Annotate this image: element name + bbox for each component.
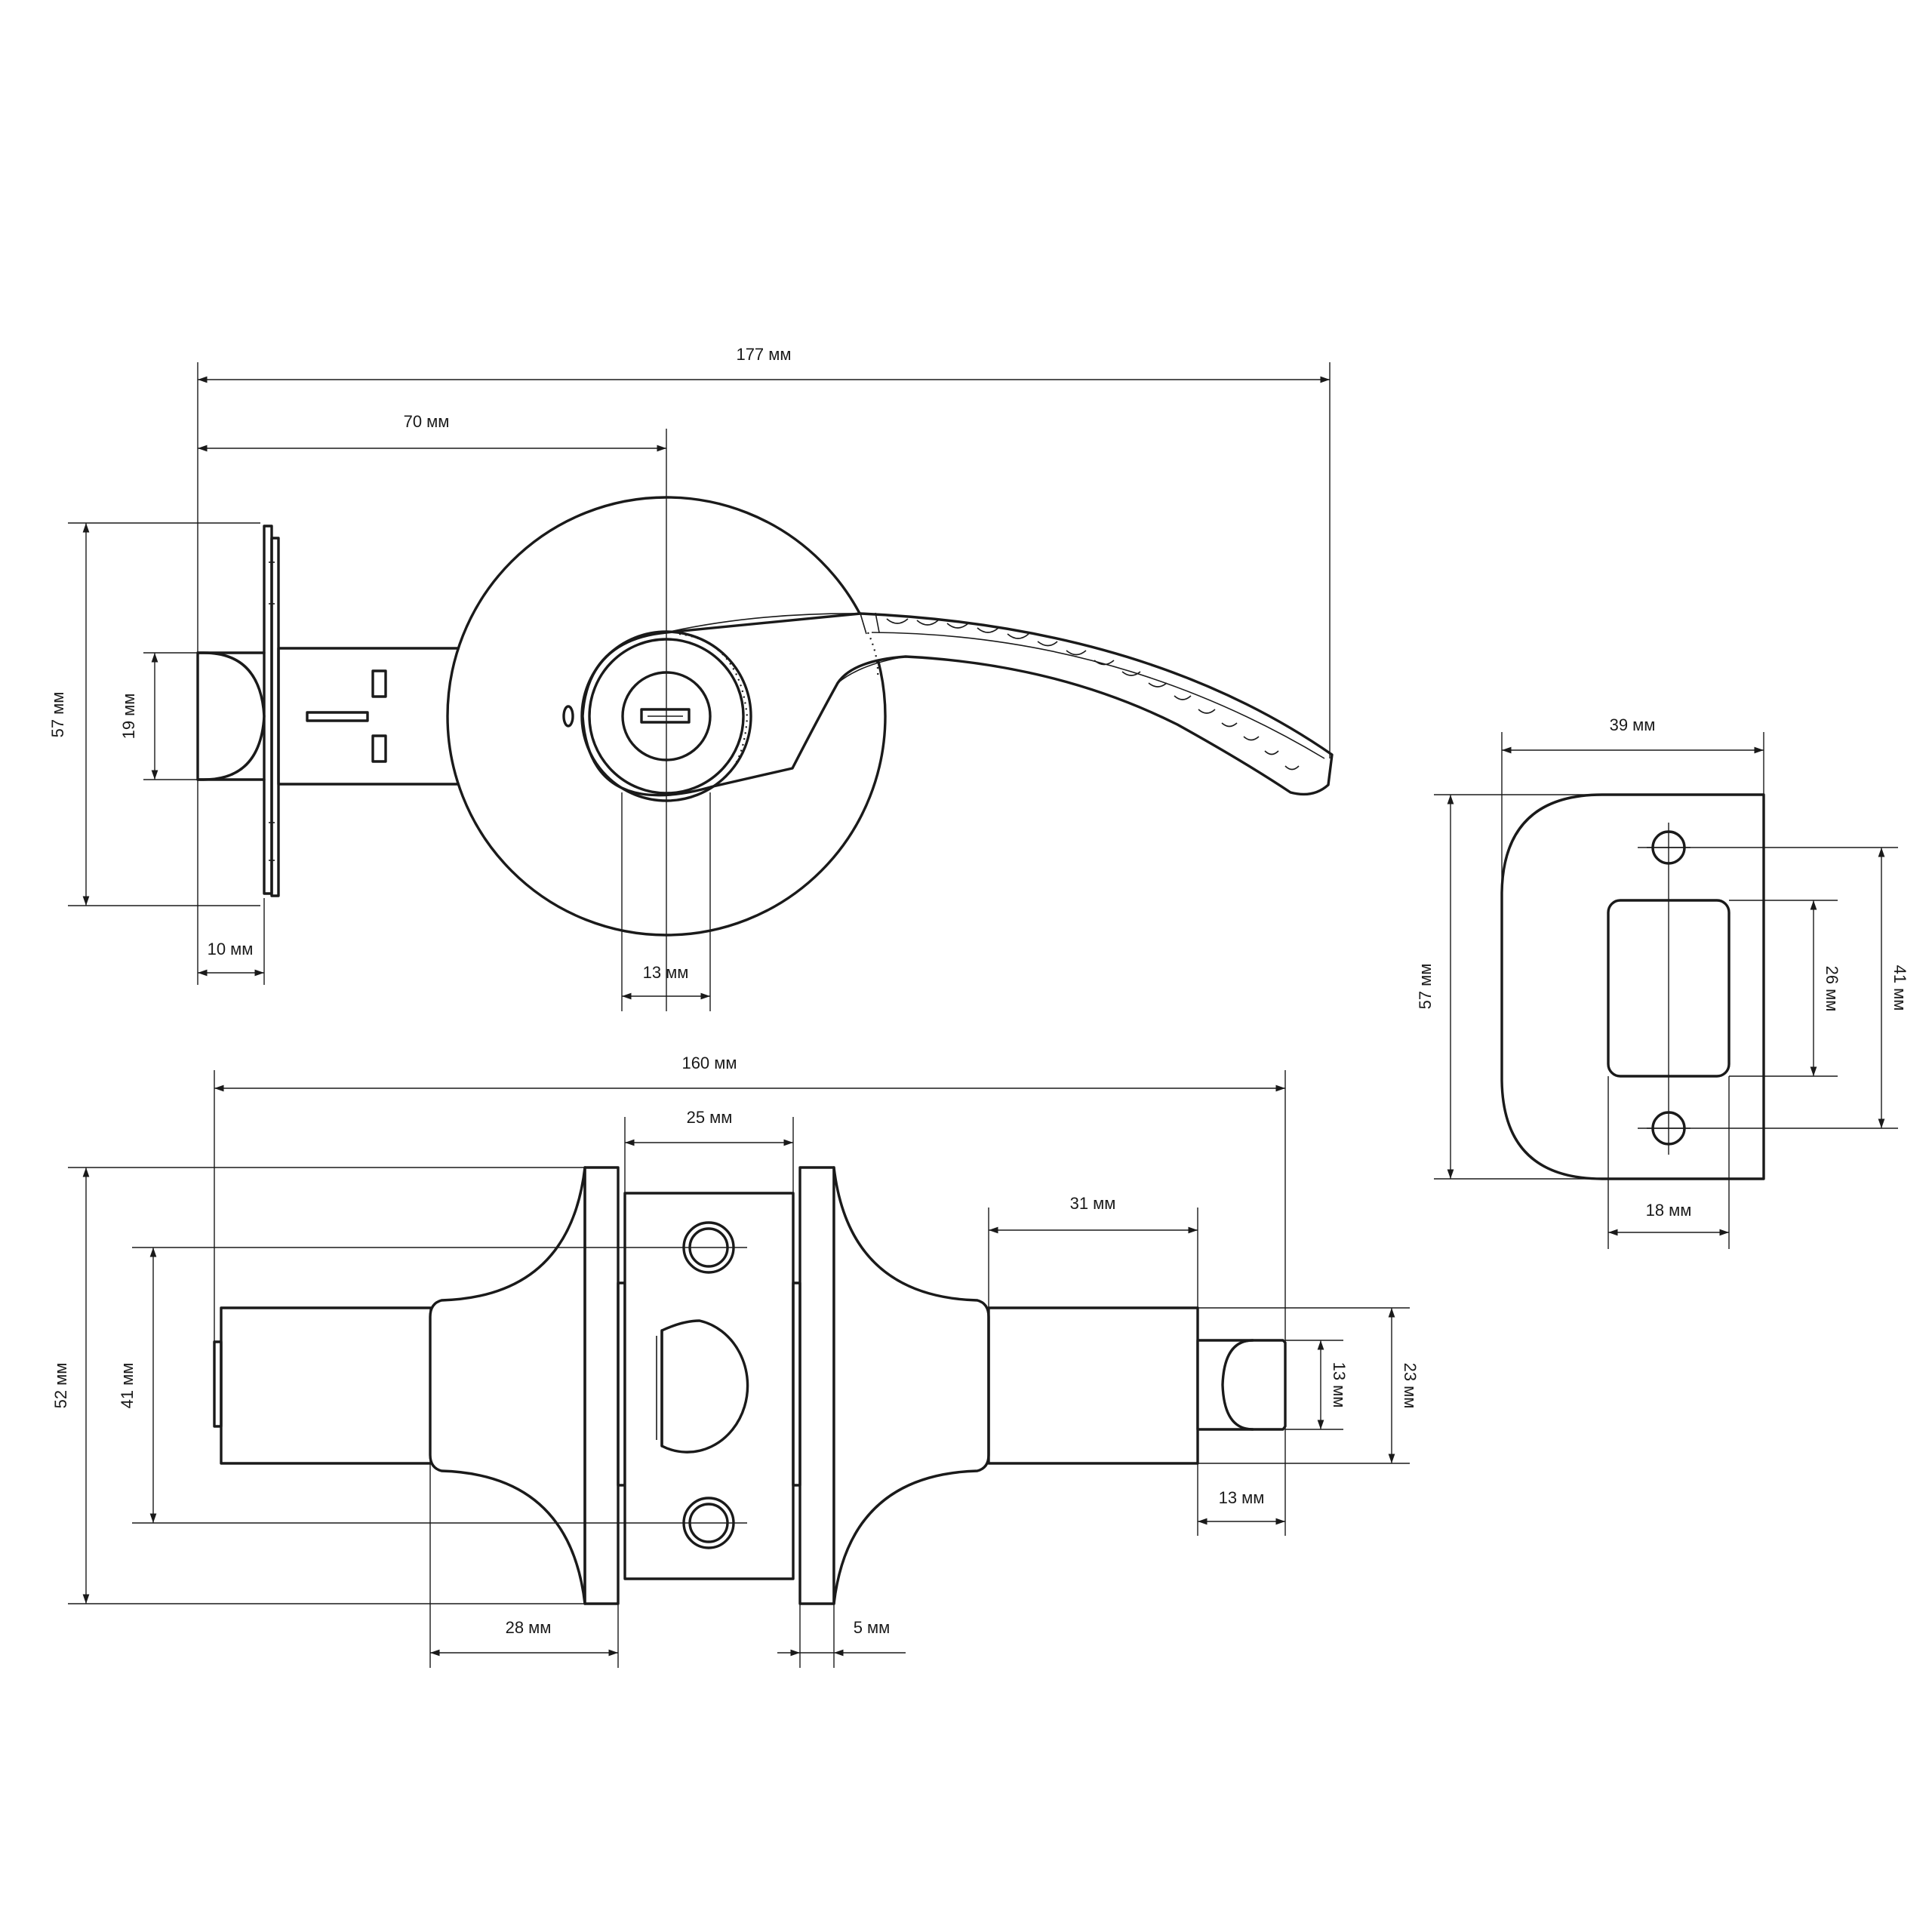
- dim-13-tail-height: 13 мм: [1330, 1362, 1349, 1408]
- dim-5: 5 мм: [854, 1618, 891, 1637]
- dim-41-bottom: 41 мм: [118, 1363, 137, 1409]
- dim-28: 28 мм: [506, 1618, 552, 1637]
- latch-plate: [623, 1192, 795, 1580]
- right-rose: [832, 1166, 990, 1605]
- latch-bolt-face: [660, 1319, 749, 1454]
- left-spindle: [220, 1306, 432, 1465]
- right-flange: [798, 1166, 835, 1605]
- dim-18: 18 мм: [1646, 1201, 1692, 1220]
- dim-13-cylinder: 13 мм: [643, 963, 689, 982]
- dim-23: 23 мм: [1401, 1363, 1420, 1409]
- lever-grip-dimples: [886, 618, 1300, 771]
- dim-39: 39 мм: [1610, 715, 1656, 734]
- dim-26: 26 мм: [1823, 966, 1841, 1012]
- dim-57-strike: 57 мм: [1416, 964, 1435, 1010]
- dim-160: 160 мм: [681, 1054, 737, 1072]
- side-view: [213, 1166, 1287, 1605]
- dim-13-tail-length: 13 мм: [1219, 1488, 1265, 1507]
- dim-41-strike: 41 мм: [1890, 965, 1909, 1011]
- dim-19: 19 мм: [119, 694, 138, 740]
- latch-bolt: [196, 651, 266, 781]
- dim-31: 31 мм: [1070, 1194, 1116, 1213]
- latch-body: [277, 647, 461, 786]
- dim-25: 25 мм: [687, 1108, 733, 1127]
- right-spindle: [987, 1306, 1199, 1465]
- dim-10: 10 мм: [208, 940, 254, 958]
- dim-57-top: 57 мм: [48, 692, 67, 738]
- dimension-lines: [68, 362, 1898, 1668]
- dimension-labels: 177 мм 70 мм 57 мм 19 мм 10 мм 13 мм 160…: [48, 345, 1909, 1637]
- dim-70: 70 мм: [404, 412, 450, 431]
- lever-handle-view: [196, 496, 1334, 937]
- strike-plate-view: [1500, 793, 1765, 1180]
- spindle-tail: [1196, 1339, 1287, 1431]
- dim-52: 52 мм: [51, 1363, 70, 1409]
- strike-plate: [1500, 793, 1765, 1180]
- keyhole: [640, 708, 691, 724]
- dim-177: 177 мм: [736, 345, 791, 364]
- left-flange: [583, 1166, 620, 1605]
- left-rose: [429, 1166, 586, 1605]
